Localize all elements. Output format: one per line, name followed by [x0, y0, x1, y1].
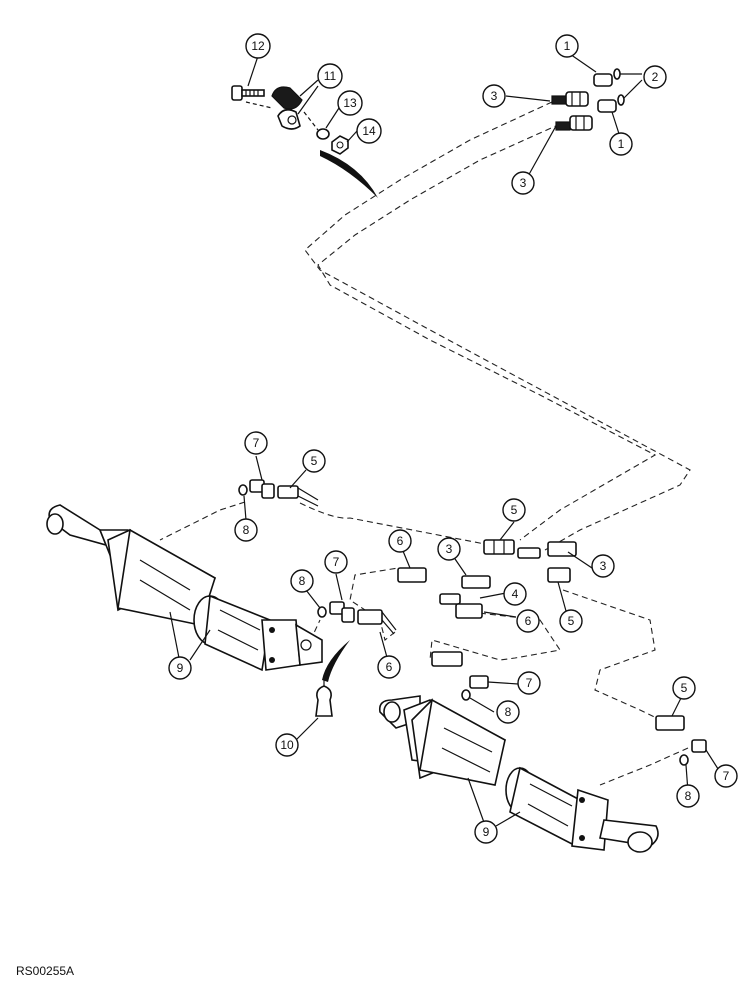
o-ring-left-upper [238, 484, 248, 496]
callout-3: 3 [482, 84, 506, 108]
callout-6: 6 [377, 655, 401, 679]
callout-1: 1 [609, 132, 633, 156]
callout-7: 7 [244, 431, 268, 455]
svg-text:8: 8 [505, 705, 512, 719]
callout-8: 8 [290, 569, 314, 593]
bolt-part [231, 85, 265, 101]
leader-lines [169, 51, 721, 829]
nut-part [331, 135, 349, 155]
svg-text:9: 9 [177, 661, 184, 675]
callout-3: 3 [591, 554, 615, 578]
callout-8: 8 [234, 518, 258, 542]
callout-6: 6 [388, 529, 412, 553]
callout-7: 7 [517, 671, 541, 695]
callout-1: 1 [555, 34, 579, 58]
svg-text:9: 9 [483, 825, 490, 839]
callout-5: 5 [502, 498, 526, 522]
quick-coupler-set [551, 68, 625, 131]
svg-text:6: 6 [386, 660, 393, 674]
elbow-fitting-left-lower [329, 601, 355, 623]
svg-text:3: 3 [520, 176, 527, 190]
svg-text:5: 5 [311, 454, 318, 468]
straight-fitting-left-upper [277, 485, 319, 507]
callout-11: 11 [317, 63, 343, 89]
center-tee-lower [439, 567, 571, 619]
callout-6: 6 [516, 609, 540, 633]
svg-text:6: 6 [397, 534, 404, 548]
callout-9: 9 [168, 656, 192, 680]
right-fittings [655, 715, 707, 766]
svg-text:3: 3 [491, 89, 498, 103]
elbow-fitting-left-upper [249, 479, 275, 499]
fittings [238, 479, 707, 766]
svg-text:6: 6 [525, 614, 532, 628]
assembly-arrow-lower [322, 640, 350, 682]
callout-3: 3 [511, 171, 535, 195]
center-tee-upper [483, 539, 577, 559]
svg-text:7: 7 [526, 676, 533, 690]
callout-3: 3 [437, 537, 461, 561]
svg-text:13: 13 [343, 96, 357, 110]
callout-2: 2 [643, 65, 667, 89]
callout-12: 12 [245, 33, 271, 59]
callout-8: 8 [676, 784, 700, 808]
svg-text:7: 7 [723, 769, 730, 783]
lock-washer-part [316, 128, 330, 140]
callout-4: 4 [503, 582, 527, 606]
svg-text:5: 5 [511, 503, 518, 517]
callout-7: 7 [324, 550, 348, 574]
callout-14: 14 [356, 118, 382, 144]
callout-13: 13 [337, 90, 363, 116]
svg-text:4: 4 [512, 587, 519, 601]
clamp-assembly [231, 85, 378, 198]
pin-part [315, 676, 333, 717]
svg-text:7: 7 [333, 555, 340, 569]
svg-text:14: 14 [362, 124, 376, 138]
hydraulic-hose-lines [159, 101, 691, 786]
callout-8: 8 [496, 700, 520, 724]
figure-reference-code: RS00255A [16, 964, 75, 978]
svg-text:8: 8 [685, 789, 692, 803]
svg-text:8: 8 [299, 574, 306, 588]
callout-5: 5 [672, 676, 696, 700]
callout-5: 5 [302, 449, 326, 473]
svg-text:7: 7 [253, 436, 260, 450]
svg-text:5: 5 [681, 681, 688, 695]
hydraulic-cylinder-left [46, 504, 323, 672]
straight-fittings-center [397, 567, 489, 701]
svg-text:8: 8 [243, 523, 250, 537]
callout-5: 5 [559, 609, 583, 633]
svg-text:3: 3 [600, 559, 607, 573]
coupler-upper [551, 68, 621, 107]
svg-text:3: 3 [446, 542, 453, 556]
svg-text:1: 1 [618, 137, 625, 151]
callout-9: 9 [474, 820, 498, 844]
svg-text:1: 1 [564, 39, 571, 53]
coupler-lower [555, 94, 625, 131]
hydraulic-cylinder-right [378, 695, 659, 853]
svg-text:5: 5 [568, 614, 575, 628]
o-ring-left-lower [317, 606, 327, 618]
callout-7: 7 [714, 764, 738, 788]
svg-text:2: 2 [652, 70, 659, 84]
svg-text:11: 11 [324, 69, 337, 83]
svg-text:12: 12 [251, 39, 265, 53]
straight-fitting-left-lower [357, 609, 397, 635]
svg-text:10: 10 [280, 738, 294, 752]
callout-10: 10 [275, 733, 299, 757]
assembly-arrow [320, 150, 378, 198]
clamp-part [271, 86, 303, 130]
